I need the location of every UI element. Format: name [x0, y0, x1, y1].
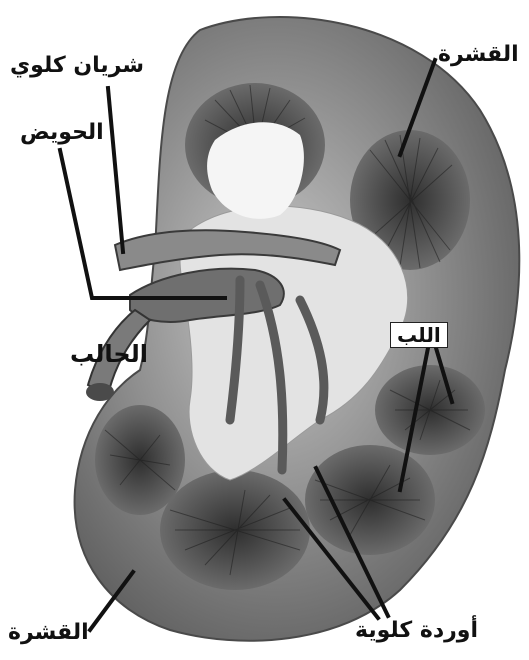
ureter-cut-end — [86, 383, 114, 401]
label-cortex-bottom: القشرة — [8, 622, 89, 644]
label-ureter: الحالب — [70, 342, 148, 366]
label-medulla: اللب — [390, 322, 448, 348]
label-cortex-top: القشرة — [438, 44, 519, 66]
label-renal-veins: أوردة كلوية — [355, 620, 478, 642]
label-pelvis: الحويض — [20, 122, 104, 144]
label-renal-artery: شريان كلوي — [10, 55, 144, 77]
